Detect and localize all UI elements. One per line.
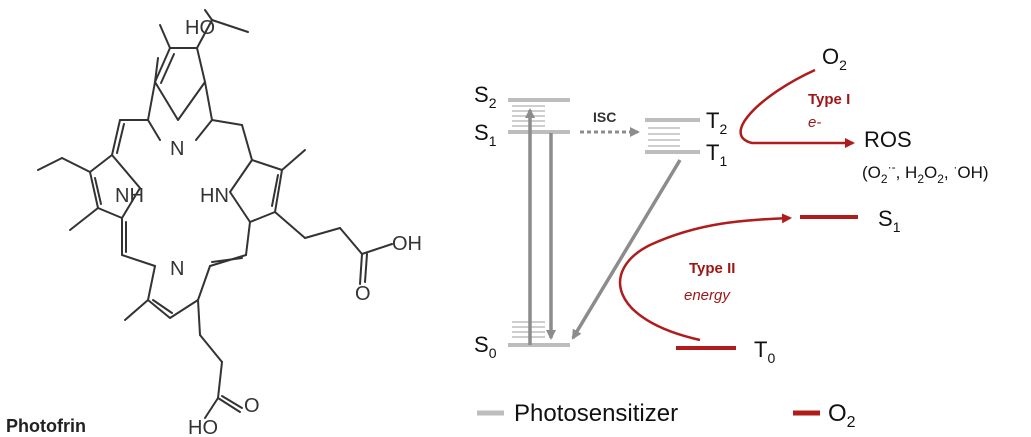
label-o2-t0: T0 (754, 337, 775, 366)
atom-hn-right: HN (200, 185, 229, 207)
atom-n-bottom: N (170, 258, 184, 280)
label-t2: T2 (706, 108, 727, 137)
photofrin-structure: HO N (37, 9, 422, 437)
type2-label: Type II (689, 260, 735, 277)
type2-detail: energy (684, 287, 731, 304)
label-o2-top: O2 (822, 44, 847, 73)
legend: Photosensitizer O2 (477, 400, 856, 431)
atom-ho-top: HO (185, 17, 215, 39)
macrocycle (37, 81, 393, 419)
atom-oh-right: OH (392, 233, 422, 255)
legend-photosensitizer-label: Photosensitizer (514, 400, 678, 427)
atom-o-right: O (355, 283, 371, 305)
ros-label: ROS (864, 127, 912, 152)
pyrrole-top (154, 9, 249, 121)
atom-ho-bottom: HO (188, 417, 218, 437)
type1-arrow (739, 68, 855, 148)
type1-label: Type I (808, 91, 850, 108)
atom-nh-left: NH (115, 185, 144, 207)
atom-o-bottom: O (244, 395, 260, 417)
label-t1: T1 (706, 140, 727, 169)
label-o2-s1: S1 (878, 206, 901, 235)
legend-o2-label: O2 (828, 400, 856, 431)
type2-arrow (618, 213, 792, 342)
phosphorescence-arrow (571, 159, 682, 340)
atom-n-top: N (170, 138, 184, 160)
type1-detail: e- (808, 114, 821, 131)
label-s2: S2 (474, 82, 497, 111)
jablonski-diagram: ISC S2 S1 S0 T2 T1 O2 Type I e- ROS (O2·… (474, 44, 989, 366)
molecule-name: Photofrin (6, 416, 86, 436)
ros-species: (O2·-, H2O2, ·OH) (862, 160, 989, 186)
label-s1: S1 (474, 120, 497, 149)
label-s0: S0 (474, 332, 497, 361)
isc-label: ISC (593, 109, 616, 125)
